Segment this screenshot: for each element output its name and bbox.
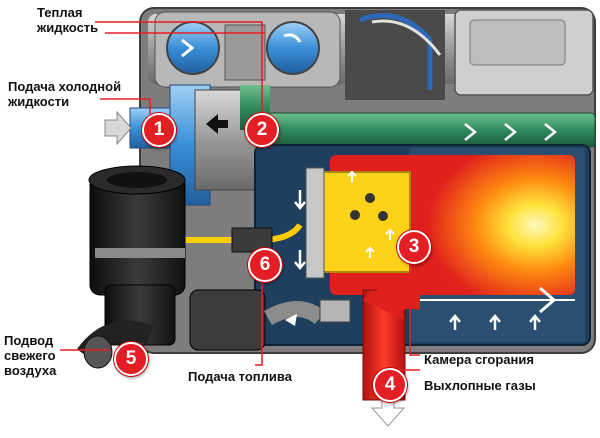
badge-3: 3 <box>397 230 431 264</box>
arrow-in-icon <box>104 110 132 146</box>
mounting-bolt <box>319 299 351 323</box>
badge-2: 2 <box>245 113 279 147</box>
badge-1: 1 <box>142 113 176 147</box>
flow-arrow-icon <box>206 114 228 134</box>
badge-5: 5 <box>114 342 148 376</box>
badge-4: 4 <box>373 368 407 402</box>
arrow-out-icon <box>370 399 406 427</box>
burner <box>305 167 411 279</box>
leader-lines <box>60 21 420 371</box>
air-intake-pipe <box>76 289 326 369</box>
label-fuel-supply: Подача топлива <box>188 369 292 384</box>
label-combustion-chamber: Камера сгорания <box>424 352 534 367</box>
flow-arrow-icon <box>294 123 558 330</box>
badge-6: 6 <box>248 248 282 282</box>
blower-motor <box>88 165 186 346</box>
circulation-pump <box>154 11 341 88</box>
label-exhaust-gases: Выхлопные газы <box>424 378 536 393</box>
